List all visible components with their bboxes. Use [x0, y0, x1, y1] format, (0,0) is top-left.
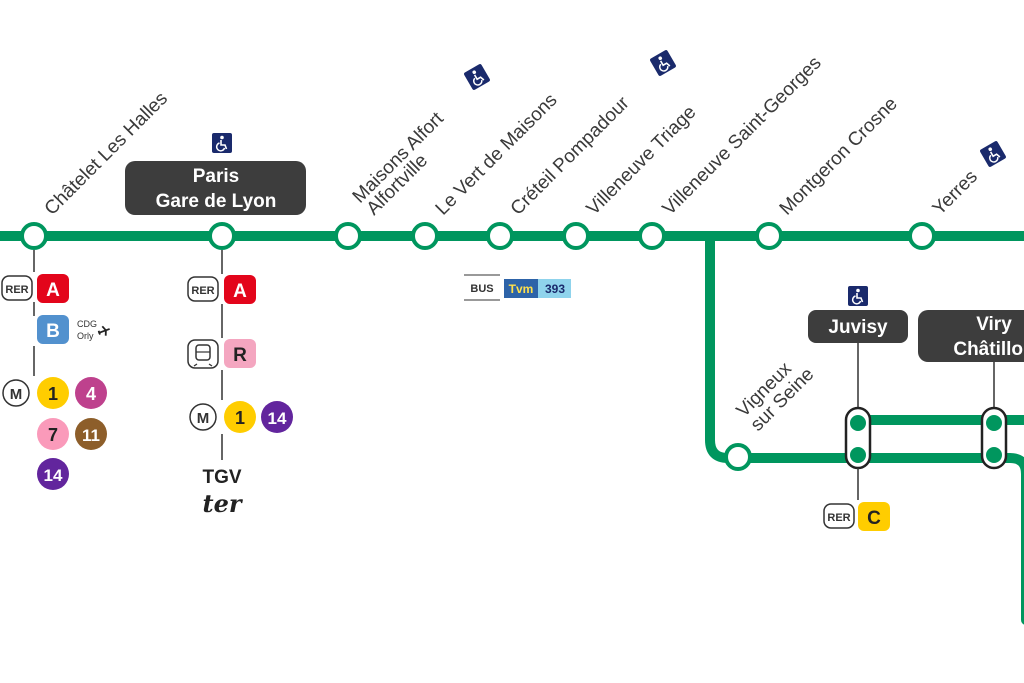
cdg-label: CDG — [77, 319, 97, 329]
metro-14-badge[interactable]: 14 — [261, 401, 293, 433]
rer-icon: RER — [1, 275, 33, 301]
metro-11-badge[interactable]: 11 — [75, 418, 107, 450]
svg-text:A: A — [233, 281, 247, 302]
svg-text:RER: RER — [5, 284, 28, 296]
hub-label-line1: Viry — [976, 314, 1012, 335]
hub-juvisy[interactable]: Juvisy — [808, 310, 908, 343]
rer-c-badge[interactable]: C — [858, 502, 890, 531]
metro-1-badge[interactable]: 1 — [37, 377, 69, 409]
station-label-le-vert-de-maisons[interactable]: Le Vert de Maisons — [432, 90, 562, 220]
station-dot[interactable] — [724, 443, 752, 471]
metro-14-badge[interactable]: 14 — [37, 458, 69, 490]
train-r-badge[interactable]: R — [224, 339, 256, 368]
hub-label-line2: Gare de Lyon — [156, 191, 277, 212]
station-dot[interactable] — [208, 222, 236, 250]
svg-text:393: 393 — [545, 282, 565, 296]
ter-logo[interactable]: ter — [203, 489, 244, 518]
hub-label-line2: Châtillon — [953, 339, 1024, 360]
train-icon — [187, 339, 219, 369]
hub-label-line1: Paris — [193, 166, 239, 187]
station-dot[interactable] — [20, 222, 48, 250]
wheelchair-icon — [980, 141, 1006, 167]
metro-icon: M — [2, 379, 30, 407]
svg-text:1: 1 — [235, 408, 245, 428]
station-pill-viry[interactable] — [980, 406, 1008, 470]
airplane-icon — [97, 325, 110, 336]
wheelchair-icon — [650, 50, 676, 76]
svg-text:B: B — [46, 321, 60, 342]
rer-icon: RER — [187, 276, 219, 302]
svg-text:M: M — [10, 386, 23, 403]
station-dot[interactable] — [486, 222, 514, 250]
svg-text:4: 4 — [86, 384, 96, 404]
svg-text:14: 14 — [44, 466, 63, 485]
rer-icon: RER — [823, 503, 855, 529]
connections-gare-de-lyon: RER A R M 1 14 TGV ter — [187, 250, 293, 518]
station-label-montgeron-crosne[interactable]: Montgeron Crosne — [776, 93, 902, 219]
svg-text:M: M — [197, 410, 210, 427]
wheelchair-icon — [848, 286, 868, 306]
svg-text:C: C — [867, 508, 881, 529]
svg-text:RER: RER — [191, 285, 214, 297]
connections-chatelet: RER A B CDG Orly M 1 4 7 — [1, 250, 110, 490]
wheelchair-icon — [212, 133, 232, 153]
tvm-badge[interactable]: Tvm — [504, 279, 538, 298]
svg-text:RER: RER — [827, 512, 850, 524]
station-pill-juvisy[interactable] — [844, 406, 872, 470]
station-label-yerres[interactable]: Yerres — [929, 166, 982, 219]
wheelchair-icon — [464, 64, 490, 90]
connections-creteil-pompadour: BUS Tvm 393 — [464, 274, 571, 301]
orly-label: Orly — [77, 331, 94, 341]
metro-1-badge[interactable]: 1 — [224, 401, 256, 433]
metro-4-badge[interactable]: 4 — [75, 377, 107, 409]
station-dot[interactable] — [411, 222, 439, 250]
station-dot[interactable] — [908, 222, 936, 250]
metro-icon: M — [189, 403, 217, 431]
station-dot[interactable] — [334, 222, 362, 250]
rer-a-badge[interactable]: A — [37, 274, 69, 303]
svg-text:1: 1 — [48, 384, 58, 404]
metro-7-badge[interactable]: 7 — [37, 418, 69, 450]
station-dot[interactable] — [755, 222, 783, 250]
svg-text:14: 14 — [268, 409, 287, 428]
svg-text:7: 7 — [48, 425, 58, 445]
tgv-label[interactable]: TGV — [202, 467, 241, 488]
station-dot[interactable] — [638, 222, 666, 250]
bus-label: BUS — [470, 283, 493, 295]
svg-text:11: 11 — [82, 426, 100, 445]
hub-viry-chatillon[interactable]: Viry Châtillon — [918, 310, 1024, 362]
station-dot[interactable] — [562, 222, 590, 250]
rer-a-badge[interactable]: A — [224, 275, 256, 304]
connections-juvisy: RER C — [823, 502, 890, 531]
hub-paris-gare-de-lyon[interactable]: Paris Gare de Lyon — [125, 161, 306, 215]
rer-b-badge[interactable]: B — [37, 315, 69, 344]
hub-label: Juvisy — [828, 317, 888, 338]
svg-text:R: R — [233, 345, 247, 366]
svg-text:Tvm: Tvm — [509, 282, 534, 296]
bus-393-badge[interactable]: 393 — [538, 279, 571, 298]
svg-text:A: A — [46, 280, 60, 301]
